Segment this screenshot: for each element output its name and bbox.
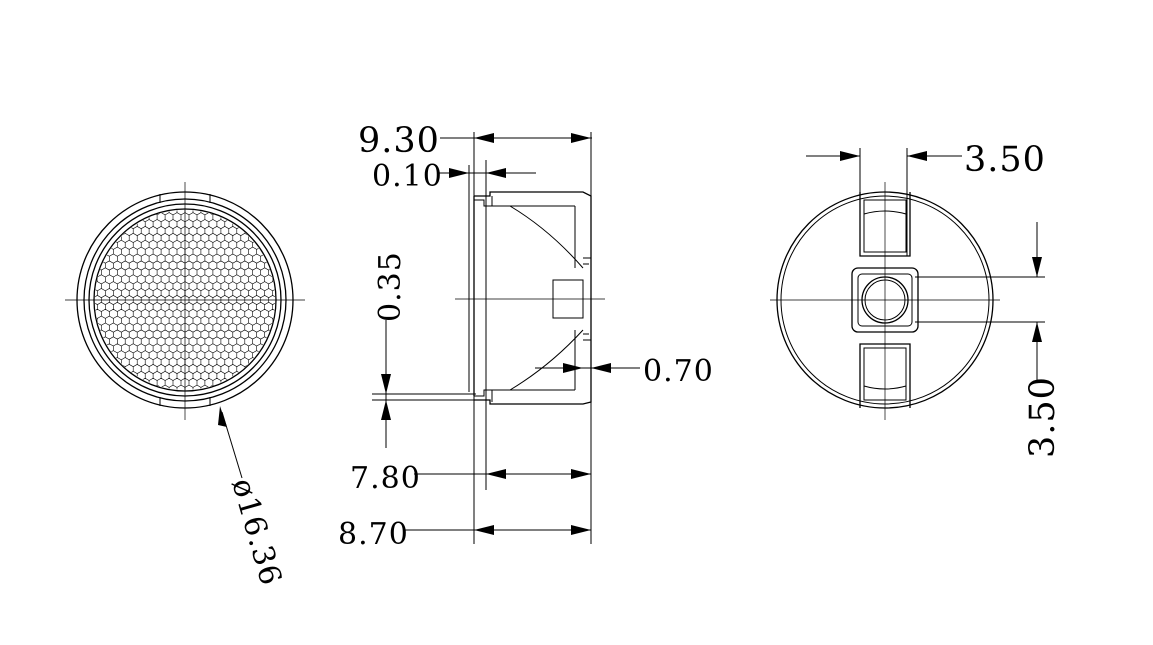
dim-9-30: 9.30 [358,121,440,161]
dim-0-70: 0.70 [643,354,714,389]
dim-8-70: 8.70 [338,517,409,552]
dim-0-35: 0.35 [373,251,408,322]
dim-7-80: 7.80 [350,461,421,496]
back-view: 3.50 3.50 [770,140,1063,458]
front-view: ø16.36 [65,182,305,590]
diameter-label: ø16.36 [224,475,288,590]
dim-0-10: 0.10 [372,159,443,194]
side-view: 9.30 0.10 0.35 0.70 7.80 8.70 [338,121,714,552]
dim-3-50-horizontal: 3.50 [964,140,1046,180]
dim-3-50-vertical: 3.50 [1023,376,1063,458]
